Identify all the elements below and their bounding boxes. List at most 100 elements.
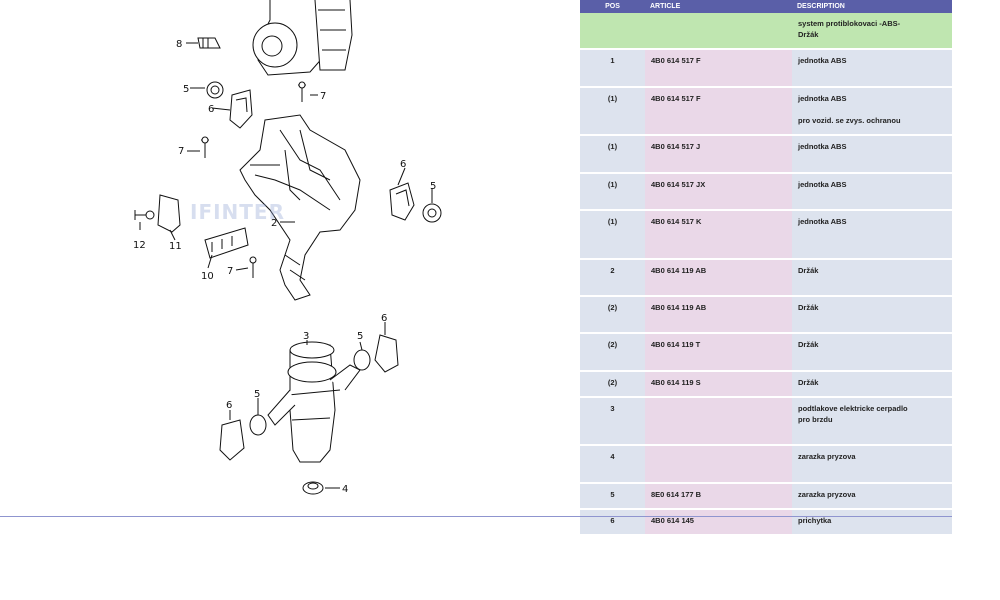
cell-pos: 5 bbox=[580, 484, 645, 510]
table-row[interactable]: (1) 4B0 614 517 K jednotka ABS bbox=[580, 211, 952, 260]
group-header-row[interactable]: system protiblokovaci -ABS-Držák bbox=[580, 13, 952, 50]
cell-description-text: prichytka bbox=[798, 516, 832, 525]
cell-description-text: Držák bbox=[798, 340, 819, 349]
cell-article bbox=[645, 446, 792, 484]
cell-description: Držák bbox=[792, 334, 952, 372]
watermark-logo: IFINTER bbox=[190, 200, 285, 224]
cell-article-text: 4B0 614 517 K bbox=[651, 217, 702, 226]
cell-pos-text: (1) bbox=[607, 180, 618, 189]
cell-pos: 6 bbox=[580, 510, 645, 536]
cell-article: 4B0 614 517 JX bbox=[645, 174, 792, 211]
table-row[interactable]: (2) 4B0 614 119 S Držák bbox=[580, 372, 952, 398]
cell-description-text: jednotka ABS bbox=[798, 142, 847, 151]
cell-pos: (2) bbox=[580, 334, 645, 372]
callout-4: 4 bbox=[342, 484, 348, 495]
table-row[interactable]: 4 zarazka pryzova bbox=[580, 446, 952, 484]
cell-pos: (2) bbox=[580, 372, 645, 398]
parts-table: POS ARTICLE DESCRIPTION system protiblok… bbox=[580, 0, 952, 536]
column-header-article: ARTICLE bbox=[645, 0, 792, 13]
cell-article-text: 4B0 614 517 F bbox=[651, 56, 701, 65]
cell-pos-text: 1 bbox=[610, 56, 615, 65]
cell-article-text: 4B0 614 119 S bbox=[651, 378, 701, 387]
callout-6: 6 bbox=[208, 104, 214, 115]
cell-article bbox=[645, 398, 792, 446]
cell-pos-text: (2) bbox=[607, 303, 618, 312]
callout-6: 6 bbox=[400, 159, 406, 170]
cell-pos-text: (1) bbox=[607, 142, 618, 151]
cell-article-text: 4B0 614 119 T bbox=[651, 340, 701, 349]
cell-pos-text: (2) bbox=[607, 340, 618, 349]
table-row[interactable]: 6 4B0 614 145 prichytka bbox=[580, 510, 952, 536]
cell-pos-text: (1) bbox=[607, 217, 618, 226]
cell-description: Držák bbox=[792, 260, 952, 297]
cell-pos-text: 2 bbox=[610, 266, 615, 275]
cell-description: system protiblokovaci -ABS-Držák bbox=[792, 13, 952, 50]
callout-5: 5 bbox=[357, 331, 363, 342]
cell-pos: 1 bbox=[580, 50, 645, 88]
callout-7: 7 bbox=[227, 266, 233, 277]
cell-description: Držák bbox=[792, 372, 952, 398]
cell-pos: 3 bbox=[580, 398, 645, 446]
cell-article: 4B0 614 119 AB bbox=[645, 260, 792, 297]
cell-description: jednotka ABS bbox=[792, 211, 952, 260]
callout-11: 11 bbox=[169, 241, 182, 252]
cell-description-text: Držák bbox=[798, 378, 819, 387]
cell-article-text: 8E0 614 177 B bbox=[651, 490, 702, 499]
cell-description-text: jednotka ABS bbox=[798, 217, 847, 226]
cell-article: 4B0 614 145 bbox=[645, 510, 792, 536]
cell-description: jednotka ABS bbox=[792, 50, 952, 88]
cell-article bbox=[645, 13, 792, 50]
cell-pos-text: (1) bbox=[607, 94, 618, 103]
table-header-row: POS ARTICLE DESCRIPTION bbox=[580, 0, 952, 13]
column-header-pos: POS bbox=[580, 0, 645, 13]
cell-description-text: jednotka ABS bbox=[798, 94, 847, 103]
cell-description: jednotka ABS bbox=[792, 136, 952, 174]
cell-pos: (2) bbox=[580, 297, 645, 334]
cell-description-text: jednotka ABS bbox=[798, 180, 847, 189]
callout-5: 5 bbox=[254, 389, 260, 400]
cell-pos-text: 3 bbox=[610, 404, 615, 413]
cell-pos: (1) bbox=[580, 211, 645, 260]
column-header-description: DESCRIPTION bbox=[792, 0, 952, 13]
cell-pos-text: 4 bbox=[610, 452, 615, 461]
cell-pos-text: 6 bbox=[610, 516, 615, 525]
table-row[interactable]: 1 4B0 614 517 F jednotka ABS bbox=[580, 50, 952, 88]
callout-6: 6 bbox=[226, 400, 232, 411]
table-row[interactable]: (1) 4B0 614 517 J jednotka ABS bbox=[580, 136, 952, 174]
callout-7: 7 bbox=[320, 91, 326, 102]
cell-pos bbox=[580, 13, 645, 50]
cell-description: zarazka pryzova bbox=[792, 484, 952, 510]
callout-8: 8 bbox=[176, 39, 182, 50]
cell-article: 4B0 614 517 F bbox=[645, 50, 792, 88]
cell-pos: (1) bbox=[580, 174, 645, 211]
callout-12: 12 bbox=[133, 240, 146, 251]
table-row[interactable]: (1) 4B0 614 517 JX jednotka ABS bbox=[580, 174, 952, 211]
callout-6: 6 bbox=[381, 313, 387, 324]
cell-description: zarazka pryzova bbox=[792, 446, 952, 484]
table-row[interactable]: 5 8E0 614 177 B zarazka pryzova bbox=[580, 484, 952, 510]
cell-pos: (1) bbox=[580, 136, 645, 174]
table-row[interactable]: 2 4B0 614 119 AB Držák bbox=[580, 260, 952, 297]
exploded-view-drawing: 8 6 5 7 7 6 5 2 12 11 10 7 3 5 6 6 5 4 bbox=[133, 0, 442, 495]
cell-description-text: system protiblokovaci -ABS- bbox=[798, 19, 901, 28]
cell-pos-text: (2) bbox=[607, 378, 618, 387]
page-divider bbox=[0, 516, 952, 517]
parts-diagram: 8 6 5 7 7 6 5 2 12 11 10 7 3 5 6 6 5 4 I… bbox=[0, 0, 575, 515]
cell-article-text: 4B0 614 517 J bbox=[651, 142, 701, 151]
callout-10: 10 bbox=[201, 271, 214, 282]
cell-description: prichytka bbox=[792, 510, 952, 536]
cell-article: 4B0 614 517 F bbox=[645, 88, 792, 136]
table-row[interactable]: (2) 4B0 614 119 T Držák bbox=[580, 334, 952, 372]
cell-description: Držák bbox=[792, 297, 952, 334]
cell-description-text: Držák bbox=[798, 266, 819, 275]
cell-pos: 4 bbox=[580, 446, 645, 484]
callout-7: 7 bbox=[178, 146, 184, 157]
cell-description-text: Držák bbox=[798, 303, 819, 312]
cell-article: 4B0 614 119 S bbox=[645, 372, 792, 398]
